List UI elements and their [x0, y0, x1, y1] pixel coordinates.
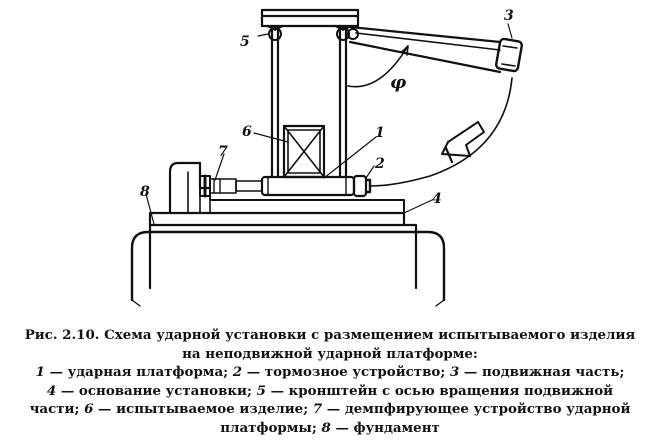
label-4: 4 — [432, 191, 442, 207]
caption-lead-line-2: на неподвижной ударной платформе: — [182, 345, 478, 362]
label-8: 8 — [140, 184, 150, 200]
label-7: 7 — [218, 144, 228, 160]
legend-num: 8 — [321, 419, 331, 436]
brake-device — [352, 174, 372, 198]
label-6: 6 — [242, 124, 252, 140]
bracket-frame — [260, 8, 360, 179]
damper-device — [199, 174, 263, 198]
legend-num: 1 — [35, 364, 45, 381]
label-1: 1 — [375, 125, 385, 141]
tested-product — [282, 124, 326, 179]
caption-legend-line-1: 1 — ударная платформа; 2 — тормозное уст… — [0, 363, 660, 382]
swing-trajectory — [369, 77, 513, 187]
legend-num: 3 — [449, 364, 460, 381]
caption-legend-line-3: части; 6 — испытываемое изделие; 7 — дем… — [0, 400, 660, 419]
impact-platform — [260, 175, 356, 197]
leader-lines — [145, 23, 513, 225]
legend-text: платформы; — [220, 419, 322, 436]
legend-text: — основание установки; — [56, 382, 257, 399]
legend-text: — фундамент — [330, 419, 440, 436]
figure-caption: Рис. 2.10. Схема ударной установки с раз… — [0, 326, 660, 438]
legend-num: 5 — [256, 382, 266, 399]
legend-num: 6 — [84, 401, 94, 418]
legend-text: — испытываемое изделие; — [93, 401, 313, 418]
movable-arm — [348, 25, 524, 74]
legend-num: 2 — [232, 364, 243, 381]
legend-text: — демпфирующее устройство ударной — [322, 401, 631, 418]
label-5: 5 — [240, 34, 250, 50]
legend-text: — подвижная часть; — [459, 364, 625, 381]
legend-text: — кронштейн с осью вращения подвижной — [265, 382, 614, 399]
label-angle-phi: φ — [390, 72, 407, 93]
foundation — [130, 223, 446, 307]
legend-text: — тормозное устройство; — [242, 364, 450, 381]
angle-arc — [347, 45, 409, 88]
legend-num: 4 — [46, 382, 57, 399]
label-2: 2 — [374, 156, 385, 172]
label-3: 3 — [504, 8, 514, 24]
legend-num: 7 — [312, 401, 323, 418]
legend-text: — ударная платформа; — [44, 364, 233, 381]
caption-legend-line-4: платформы; 8 — фундамент — [0, 419, 660, 438]
caption-legend-line-2: 4 — основание установки; 5 — кронштейн с… — [0, 382, 660, 401]
impact-installation-diagram: 5 3 6 1 2 7 4 8 φ — [130, 8, 524, 307]
caption-lead-line-1: Рис. 2.10. Схема ударной установки с раз… — [24, 327, 636, 343]
legend-text: части; — [29, 401, 85, 418]
